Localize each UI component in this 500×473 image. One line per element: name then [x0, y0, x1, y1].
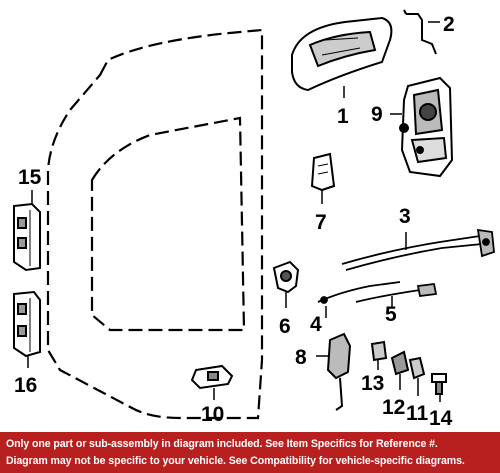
part-12-clip: [390, 350, 410, 376]
callout-8: 8: [295, 346, 307, 369]
disclaimer-line-2: Diagram may not be specific to your vehi…: [6, 455, 465, 467]
callout-7: 7: [315, 211, 327, 234]
callout-13: 13: [361, 372, 384, 395]
disclaimer-banner: Only one part or sub-assembly in diagram…: [0, 432, 500, 473]
part-1-outside-handle: [291, 16, 393, 92]
callout-16: 16: [14, 374, 37, 397]
part-3-lock-rods: [341, 228, 495, 271]
callout-2: 2: [443, 13, 455, 36]
part-13-clip: [370, 340, 388, 362]
callout-12: 12: [382, 396, 405, 419]
part-11-clip: [408, 356, 426, 380]
door-outline: [46, 28, 264, 420]
part-10-striker: [190, 364, 234, 390]
callout-14: 14: [429, 407, 453, 430]
part-15-upper-hinge: [13, 202, 41, 272]
callout-6: 6: [279, 315, 291, 338]
disclaimer-line-1: Only one part or sub-assembly in diagram…: [6, 438, 438, 450]
callout-3: 3: [399, 205, 411, 228]
door-hardware-diagram: 1 2 3 4 5 6 7 8 9 10 11 12 13 14 15 16: [13, 9, 495, 430]
part-4-rod: [317, 281, 401, 304]
part-2-rod-clip: [403, 9, 437, 55]
callout-9: 9: [371, 103, 383, 126]
callout-4: 4: [310, 313, 322, 336]
part-5-rod: [355, 283, 438, 303]
part-9-latch-assembly: [399, 76, 454, 178]
callout-1: 1: [337, 105, 349, 128]
part-8-inside-handle: [326, 332, 352, 411]
part-14-bolt: [431, 373, 447, 395]
callout-15: 15: [18, 166, 42, 189]
part-6-retainer: [272, 260, 300, 294]
callout-10: 10: [201, 403, 224, 426]
part-7-bracket: [310, 152, 336, 192]
callout-11: 11: [406, 402, 429, 425]
part-16-lower-hinge: [13, 290, 41, 358]
callout-5: 5: [385, 303, 397, 326]
